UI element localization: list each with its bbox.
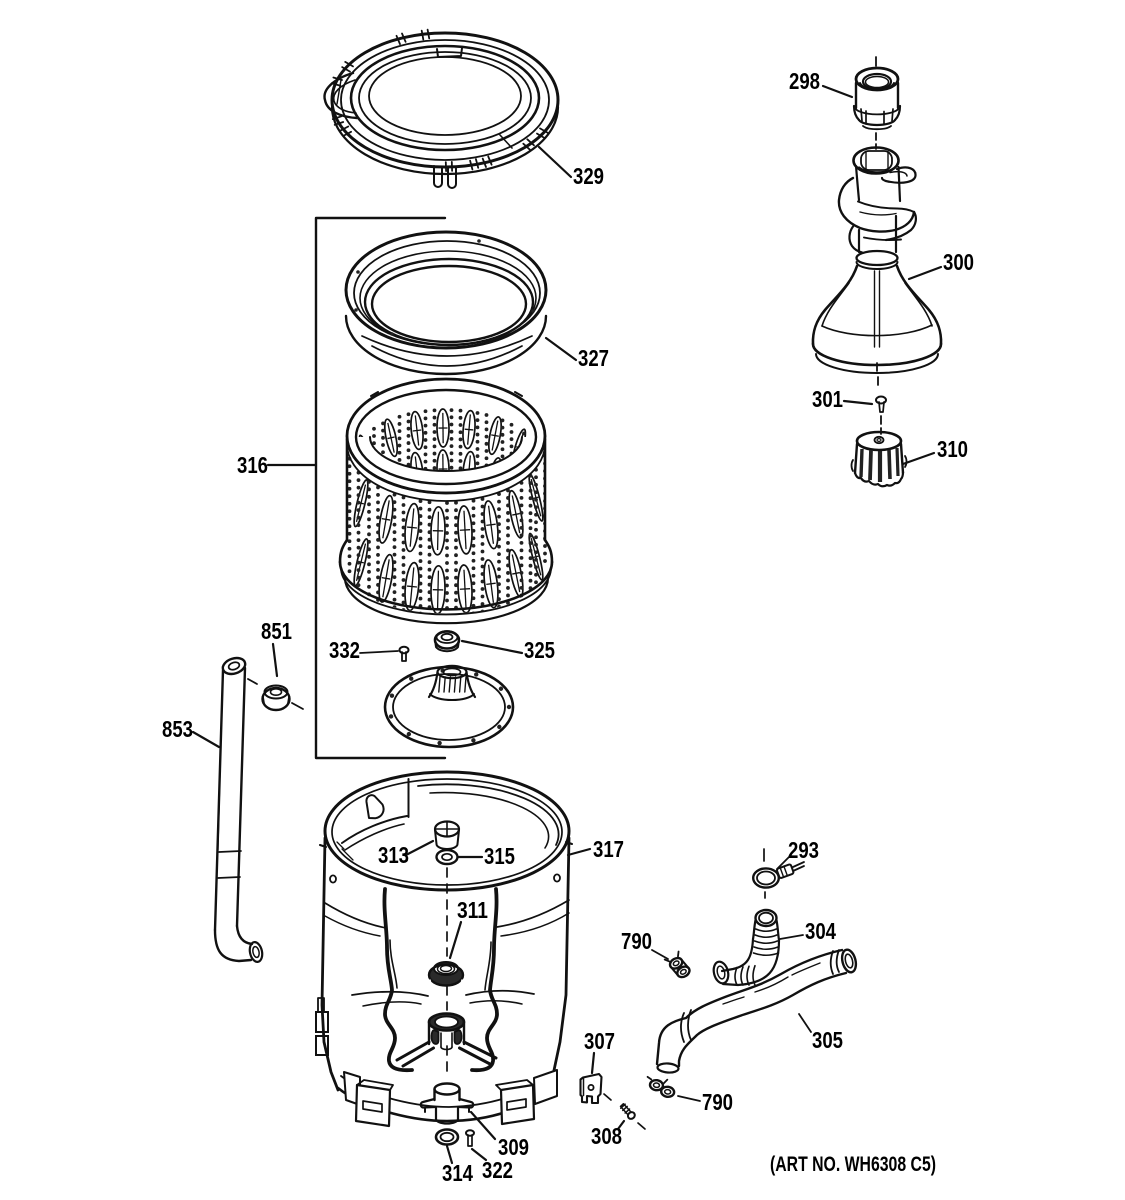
- svg-text:305: 305: [812, 1027, 843, 1053]
- svg-text:313: 313: [378, 842, 409, 868]
- svg-text:317: 317: [593, 836, 624, 862]
- svg-text:853: 853: [162, 716, 193, 742]
- svg-text:307: 307: [584, 1028, 615, 1054]
- svg-text:293: 293: [788, 837, 819, 863]
- svg-text:300: 300: [943, 249, 974, 275]
- svg-text:314: 314: [442, 1160, 473, 1186]
- svg-text:332: 332: [329, 637, 360, 663]
- svg-text:309: 309: [498, 1134, 529, 1160]
- svg-text:311: 311: [457, 897, 488, 923]
- svg-text:316: 316: [237, 452, 268, 478]
- svg-text:(ART NO. WH6308 C5): (ART NO. WH6308 C5): [770, 1153, 936, 1176]
- svg-text:298: 298: [789, 68, 820, 94]
- svg-text:851: 851: [261, 618, 292, 644]
- svg-text:329: 329: [573, 163, 604, 189]
- svg-text:308: 308: [591, 1123, 622, 1149]
- svg-text:790: 790: [621, 928, 652, 954]
- svg-text:301: 301: [812, 386, 843, 412]
- svg-text:327: 327: [578, 345, 609, 371]
- svg-text:790: 790: [702, 1089, 733, 1115]
- svg-text:315: 315: [484, 843, 515, 869]
- svg-text:304: 304: [805, 918, 836, 944]
- svg-text:322: 322: [482, 1157, 513, 1183]
- svg-text:310: 310: [937, 436, 968, 462]
- svg-text:325: 325: [524, 637, 555, 663]
